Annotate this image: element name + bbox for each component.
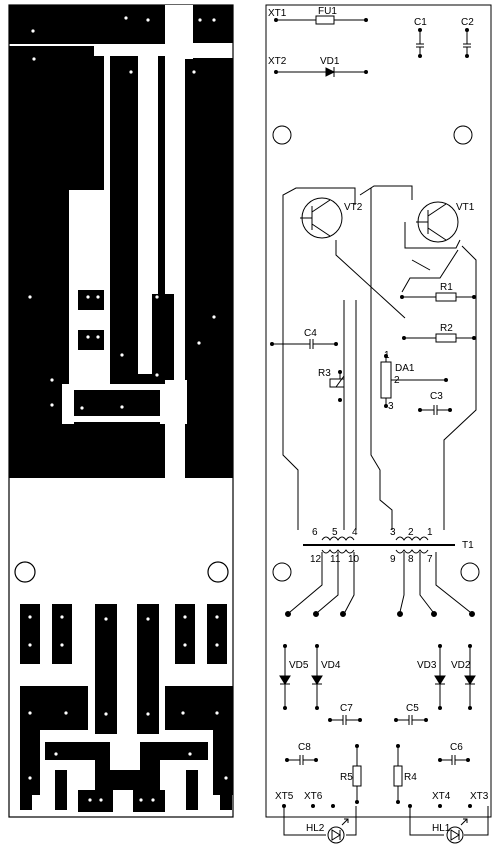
label-vd3: VD3: [417, 660, 437, 671]
label-xt6: XT6: [304, 791, 323, 802]
silkscreen-outline: [265, 4, 492, 818]
label-c4: C4: [304, 328, 317, 339]
t1-pin-2: 2: [408, 527, 414, 538]
t1-pin-8: 8: [408, 554, 414, 565]
label-r3: R3: [318, 368, 331, 379]
copper-islands: [75, 60, 174, 416]
label-c7: C7: [340, 703, 353, 714]
component-labels: XT1 FU1 XT2 VD1 C1 C2 VT2 VT1 R1 R2 C4 D…: [268, 6, 489, 834]
t1-pin-12: 12: [310, 554, 322, 565]
label-c5: C5: [406, 703, 419, 714]
t1-pin-4: 4: [352, 527, 358, 538]
label-r2: R2: [440, 323, 453, 334]
t1-pin-6: 6: [312, 527, 318, 538]
label-c1: C1: [414, 17, 427, 28]
label-hl2: HL2: [306, 823, 325, 834]
label-vd4: VD4: [321, 660, 341, 671]
label-vd5: VD5: [289, 660, 309, 671]
label-r5: R5: [340, 772, 353, 783]
t1-pin-11: 11: [330, 554, 341, 565]
silkscreen-panel: [265, 4, 492, 844]
t1-pin-7: 7: [427, 554, 433, 565]
mounting-hole: [14, 561, 36, 583]
label-xt3: XT3: [470, 791, 489, 802]
label-da1: DA1: [395, 363, 415, 374]
label-hl1: HL1: [432, 823, 451, 834]
label-r1: R1: [440, 282, 453, 293]
label-xt2: XT2: [268, 56, 287, 67]
label-c8: C8: [298, 742, 311, 753]
label-fu1: FU1: [318, 6, 337, 17]
label-r4: R4: [404, 772, 417, 783]
label-t1: T1: [462, 540, 474, 551]
label-c2: C2: [461, 17, 474, 28]
t1-pin-1: 1: [427, 527, 433, 538]
label-vd1: VD1: [320, 56, 340, 67]
label-xt1: XT1: [268, 8, 287, 19]
label-c6: C6: [450, 742, 463, 753]
label-c3: C3: [430, 391, 443, 402]
label-da1-pin1: 1: [384, 350, 390, 361]
label-vt1: VT1: [456, 202, 475, 213]
t1-pin-5: 5: [332, 527, 338, 538]
copper-panel: [8, 4, 234, 818]
t1-pin-3: 3: [390, 527, 396, 538]
t1-pin-10: 10: [348, 554, 360, 565]
label-vd2: VD2: [451, 660, 471, 671]
label-xt5: XT5: [275, 791, 294, 802]
label-xt4: XT4: [432, 791, 451, 802]
t1-pin-9: 9: [390, 554, 396, 565]
mounting-hole: [207, 561, 229, 583]
label-da1-pin3: 3: [388, 401, 394, 412]
label-vt2: VT2: [344, 202, 363, 213]
label-da1-pin2: 2: [394, 375, 400, 386]
drill-holes: [28, 16, 228, 802]
copper-bottom-traces: [20, 604, 233, 812]
